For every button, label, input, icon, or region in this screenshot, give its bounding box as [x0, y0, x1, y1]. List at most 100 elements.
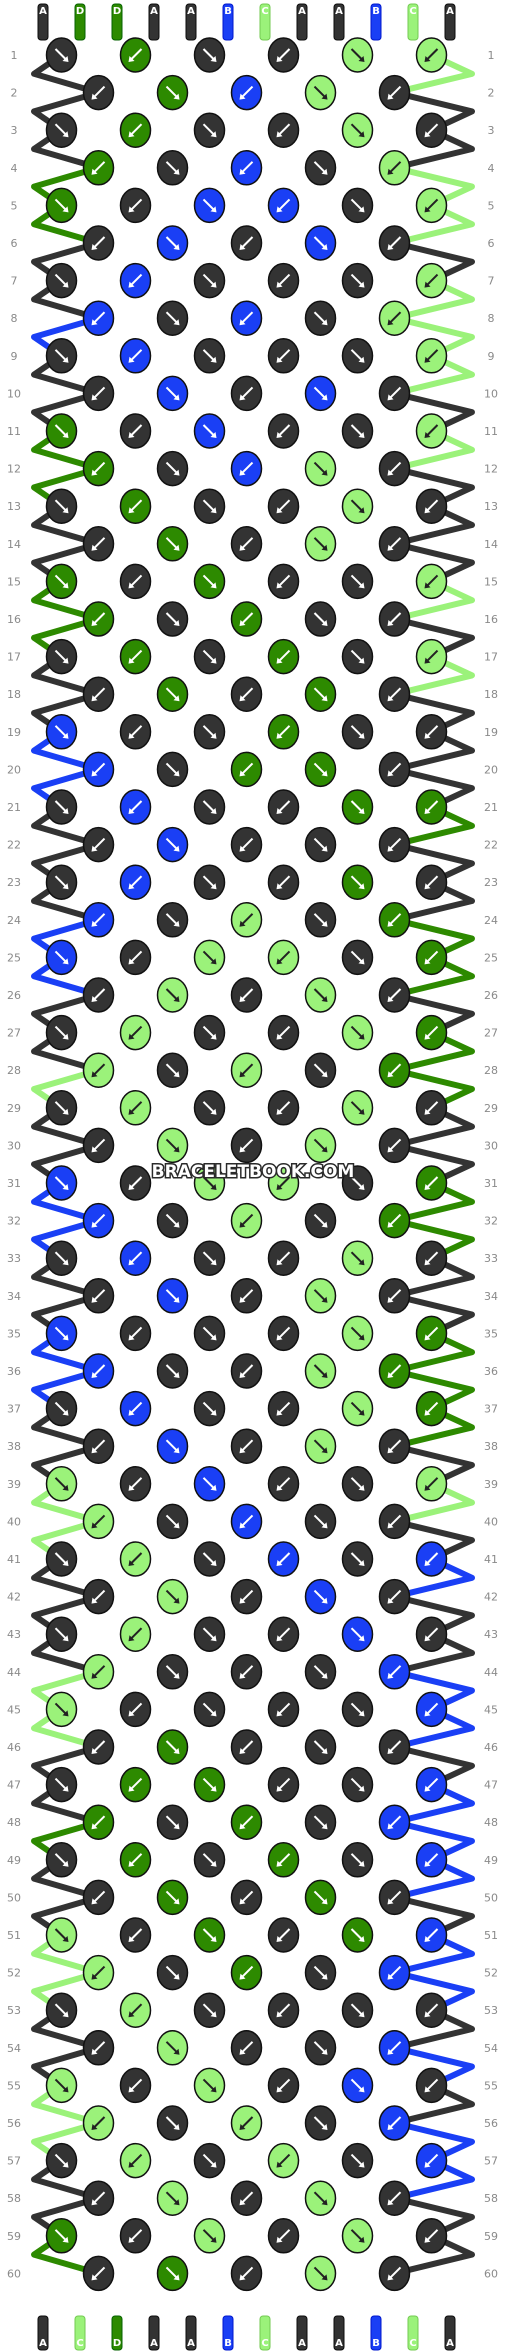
knot: [378, 977, 411, 1013]
knot: [119, 1541, 152, 1577]
row-number-right: 3: [488, 124, 495, 137]
knot: [267, 2142, 300, 2179]
knot: [119, 1240, 152, 1276]
knot: [119, 1691, 152, 1728]
knot: [45, 714, 78, 750]
strand-tail: [37, 3, 49, 41]
knot: [267, 864, 300, 900]
knot: [230, 751, 263, 788]
row-number-right: 47: [484, 1779, 498, 1792]
strand-tail: [111, 3, 123, 41]
row-number-right: 49: [484, 1854, 498, 1867]
knot: [45, 1090, 78, 1126]
knot: [378, 150, 411, 186]
row-number-left: 45: [7, 1703, 21, 1716]
knot: [45, 37, 78, 73]
knot: [193, 1090, 226, 1126]
strand-tail: [185, 3, 197, 41]
knot: [82, 1729, 115, 1765]
knot: [156, 1127, 189, 1164]
knot: [415, 2218, 448, 2254]
knot: [304, 1879, 337, 1916]
knot: [304, 601, 337, 637]
knot: [230, 2030, 263, 2066]
row-number-right: 28: [484, 1064, 498, 1077]
knot: [156, 74, 189, 111]
strand-tail: [333, 2315, 345, 2351]
knot: [156, 1578, 189, 1615]
row-number-right: 24: [484, 914, 498, 927]
knot: [267, 37, 300, 73]
knot: [415, 1541, 448, 1577]
knot: [378, 526, 411, 562]
knot: [304, 150, 337, 186]
knot: [415, 939, 448, 976]
knot: [304, 1729, 337, 1765]
knot: [341, 1315, 374, 1352]
strand-tail: [296, 2315, 308, 2351]
knot: [45, 1165, 78, 1201]
knot: [193, 1917, 226, 1953]
knot: [230, 450, 263, 487]
knot: [341, 714, 374, 750]
row-number-left: 9: [11, 350, 18, 363]
knot: [230, 526, 263, 562]
row-number-left: 58: [7, 2192, 21, 2205]
knot: [156, 902, 189, 938]
row-number-right: 34: [484, 1290, 498, 1303]
knot: [341, 563, 374, 600]
knot: [230, 1654, 263, 1690]
knot: [378, 2255, 411, 2292]
top-strand-label: C: [261, 6, 268, 17]
bottom-strand-label: A: [446, 2338, 454, 2349]
row-number-left: 39: [7, 1478, 21, 1491]
row-number-right: 17: [484, 651, 498, 664]
strand-tail: [74, 2315, 86, 2351]
row-number-left: 23: [7, 876, 21, 889]
knot: [415, 338, 448, 374]
row-number-right: 56: [484, 2117, 498, 2130]
knot: [82, 601, 115, 637]
knot: [341, 1390, 374, 1427]
knot: [193, 488, 226, 524]
knot: [119, 864, 152, 900]
knot: [304, 300, 337, 336]
top-strand-label: C: [409, 6, 416, 17]
knot: [378, 2180, 411, 2216]
knot: [119, 1466, 152, 1502]
knot: [156, 676, 189, 712]
knot: [230, 1353, 263, 1389]
top-strand-label: A: [446, 6, 454, 17]
knot: [156, 1954, 189, 1991]
knot: [193, 1992, 226, 2028]
knot: [341, 939, 374, 976]
knot: [304, 2030, 337, 2066]
row-number-right: 35: [484, 1327, 498, 1340]
knot: [378, 751, 411, 788]
knot: [45, 1992, 78, 2028]
knot: [378, 1879, 411, 1916]
knot: [378, 1353, 411, 1389]
row-number-left: 49: [7, 1854, 21, 1867]
row-number-left: 48: [7, 1816, 21, 1829]
row-number-left: 37: [7, 1403, 21, 1416]
knot: [45, 638, 78, 675]
knot: [193, 1165, 226, 1201]
strand-tail: [222, 3, 234, 41]
knot: [341, 2218, 374, 2254]
row-number-left: 42: [7, 1591, 21, 1604]
knot: [415, 1917, 448, 1953]
knot: [304, 375, 337, 412]
row-number-left: 43: [7, 1628, 21, 1641]
knot: [267, 112, 300, 148]
knot: [267, 1240, 300, 1276]
knot: [82, 1578, 115, 1615]
knot: [415, 1315, 448, 1352]
knot: [267, 1090, 300, 1126]
strand-tail: [444, 3, 456, 41]
knot: [267, 488, 300, 524]
row-number-left: 60: [7, 2267, 21, 2280]
row-number-left: 2: [11, 87, 18, 100]
knot: [304, 676, 337, 712]
